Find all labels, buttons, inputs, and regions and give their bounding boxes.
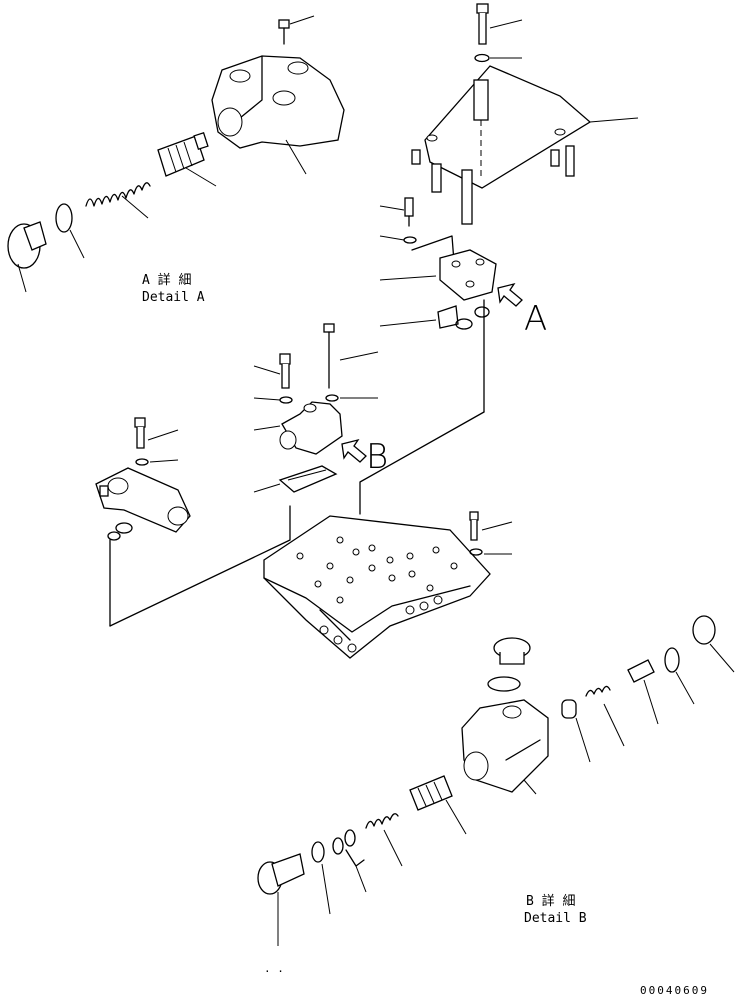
detail-a-housing <box>211 55 345 175</box>
detail-b-washers <box>332 829 367 893</box>
valve-plate-holes <box>296 536 458 653</box>
detail-b-top-plug <box>487 637 531 692</box>
cover-plate <box>424 65 592 189</box>
main-valve-plate <box>263 511 513 659</box>
detail-b-end-plug <box>257 853 305 946</box>
cover-plate-assembly <box>411 3 639 225</box>
detail-b-arrow <box>341 438 367 463</box>
cover-bolt <box>474 3 523 63</box>
detail-a-callout <box>359 197 523 515</box>
detail-b-valve-body <box>281 401 343 455</box>
detail-b-spring-left <box>365 813 403 867</box>
detail-a-spring <box>85 182 151 219</box>
detail-b-en-label: Detail B <box>524 911 587 926</box>
drawing-number: 00040609 <box>640 984 709 997</box>
detail-b-oring-left <box>311 841 331 915</box>
detail-a-oring <box>55 203 85 259</box>
detail-a-bolt <box>278 15 315 45</box>
solenoid-assembly <box>95 417 291 627</box>
detail-b-assembly <box>257 615 735 946</box>
detail-a-spool <box>157 131 217 187</box>
detail-a-jp-label: A 詳 細 <box>142 272 191 288</box>
detail-b-jp-label: B 詳 細 <box>526 893 575 909</box>
detail-a-arrow <box>497 282 523 307</box>
detail-a-plug <box>7 221 47 293</box>
detail-b-marker: B <box>366 437 388 477</box>
stray-marks: . . <box>264 962 284 975</box>
detail-b-right-parts <box>561 615 735 763</box>
detail-a-marker: A <box>524 299 547 339</box>
detail-a-en-label: Detail A <box>142 290 205 305</box>
detail-b-callout <box>253 323 379 493</box>
detail-b-spool <box>409 775 467 835</box>
detail-a-assembly <box>7 15 345 293</box>
